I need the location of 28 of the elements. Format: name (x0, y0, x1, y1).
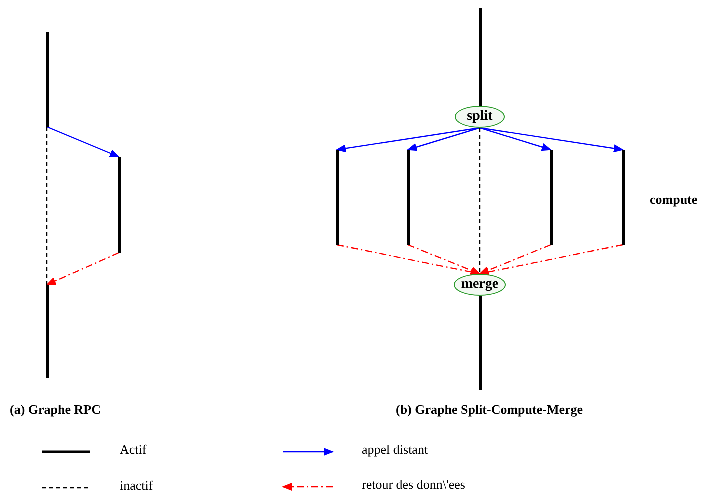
arrow (480, 127, 552, 152)
arrow (407, 127, 480, 152)
node-ellipse: merge (454, 274, 506, 296)
arrow (479, 244, 552, 275)
activity-bar (46, 285, 48, 378)
activity-bar (478, 8, 482, 106)
activity-bar (118, 157, 120, 253)
side-label: compute (650, 192, 698, 208)
activity-bar (336, 150, 338, 245)
node-ellipse: split (455, 106, 505, 128)
connector-line (46, 127, 48, 285)
arrow (408, 244, 481, 275)
activity-bar (622, 150, 624, 245)
activity-bar (478, 296, 482, 390)
activity-bar (46, 32, 48, 127)
legend-label: appel distant (362, 442, 428, 458)
arrow (46, 252, 120, 286)
arrow (480, 127, 624, 153)
arrow (479, 244, 624, 276)
legend-label: inactif (120, 478, 154, 494)
caption: (a) Graphe RPC (10, 402, 101, 418)
arrow (46, 126, 120, 158)
activity-bar (406, 150, 410, 245)
activity-bar (550, 150, 552, 245)
caption: (b) Graphe Split-Compute-Merge (396, 402, 584, 418)
legend-label: retour des donn\'ees (362, 477, 466, 493)
legend-label: Actif (120, 442, 147, 458)
connector-line (479, 128, 481, 274)
